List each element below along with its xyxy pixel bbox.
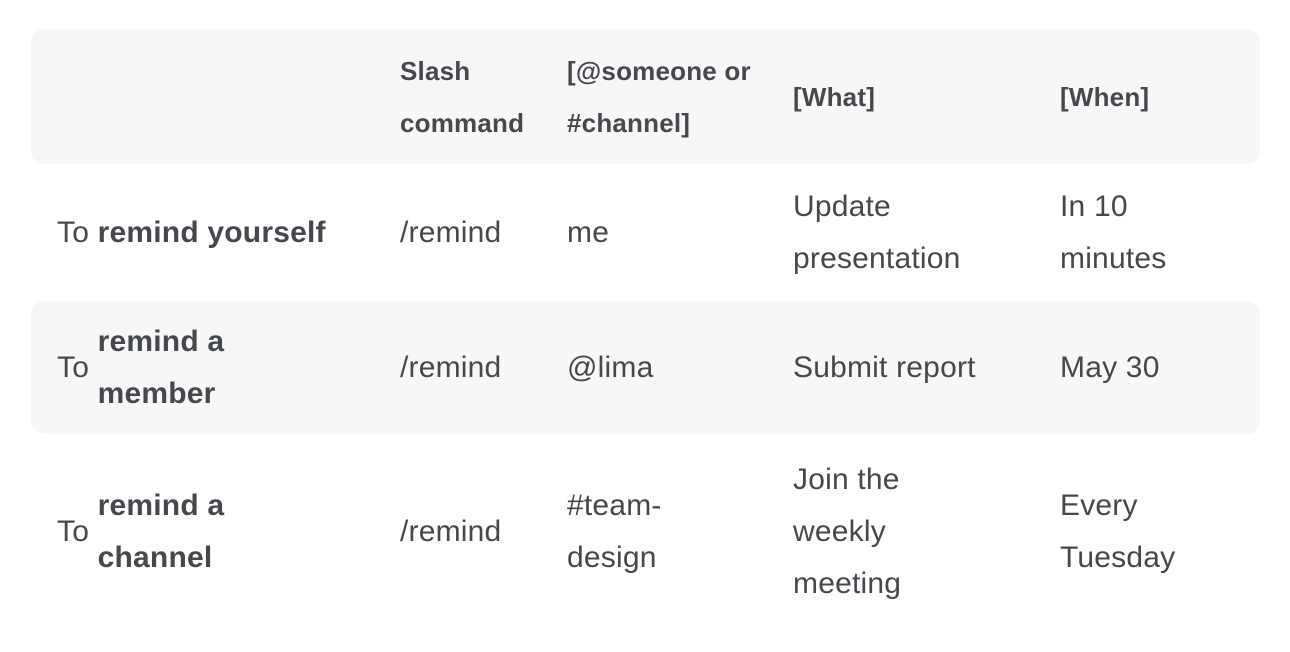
row-label-prefix: To bbox=[57, 350, 98, 384]
target-cell: #team- design bbox=[567, 489, 662, 574]
command-cell: /remind bbox=[400, 515, 502, 548]
row-label-bold: remind a member bbox=[97, 324, 225, 410]
header-cell-when: [When] bbox=[1060, 81, 1150, 112]
header-cell-slash-command: Slash command bbox=[400, 55, 525, 138]
table-row-remind-member: To remind a member /remind @lima Submit … bbox=[31, 301, 1260, 434]
row-label: To remind a member bbox=[31, 301, 400, 434]
command-cell: /remind bbox=[400, 350, 502, 384]
header-cell-empty bbox=[31, 29, 400, 164]
row-label-prefix: To bbox=[57, 215, 98, 249]
header-cell-what: [What] bbox=[793, 81, 876, 112]
row-label-bold: remind yourself bbox=[97, 215, 326, 249]
target-cell: me bbox=[567, 215, 610, 249]
what-cell: Join the weekly meeting bbox=[793, 463, 902, 600]
header-cell-someone-or-channel: [@someone or #channel] bbox=[567, 55, 751, 138]
when-cell: May 30 bbox=[1060, 350, 1160, 384]
row-label: To remind yourself bbox=[31, 164, 400, 301]
row-label-bold: remind a channel bbox=[97, 489, 225, 574]
table-row-remind-channel: To remind a channel /remind #team- desig… bbox=[31, 434, 1260, 630]
when-cell: Every Tuesday bbox=[1060, 489, 1176, 574]
table-row-remind-yourself: To remind yourself /remind me Update pre… bbox=[31, 164, 1260, 301]
target-cell: @lima bbox=[567, 350, 654, 384]
remind-commands-table: Slash command [@someone or #channel] [Wh… bbox=[31, 29, 1260, 630]
what-cell: Submit report bbox=[793, 350, 976, 384]
row-label: To remind a channel bbox=[31, 434, 400, 630]
command-cell: /remind bbox=[400, 215, 502, 249]
table-header-row: Slash command [@someone or #channel] [Wh… bbox=[31, 29, 1260, 164]
what-cell: Update presentation bbox=[793, 189, 961, 275]
when-cell: In 10 minutes bbox=[1060, 189, 1167, 275]
row-label-prefix: To bbox=[57, 515, 98, 548]
